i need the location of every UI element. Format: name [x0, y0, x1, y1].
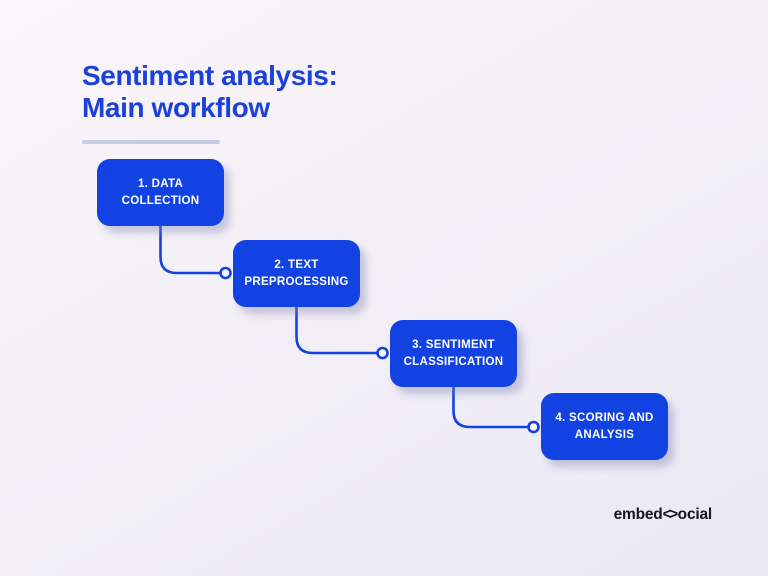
embedsocial-logo: embed<>ocial [613, 506, 713, 524]
step-label-line: ANALYSIS [574, 428, 635, 441]
logo-suffix: ocial [677, 506, 713, 523]
step-label-line: CLASSIFICATION [403, 355, 504, 368]
step-box-scoring-analysis: 4. SCORING AND ANALYSIS [541, 393, 668, 460]
step-label-line: 4. SCORING AND [555, 411, 654, 424]
step-label-line: COLLECTION [121, 194, 200, 207]
step-label-line: 3. SENTIMENT [412, 338, 495, 351]
connector-2 [295, 305, 378, 355]
step-label-line: 2. TEXT [274, 258, 319, 271]
step-box-sentiment-classification: 3. SENTIMENT CLASSIFICATION [390, 320, 517, 387]
title-line-1: Sentiment analysis: [82, 60, 338, 91]
connector-3 [452, 385, 529, 429]
step-box-data-collection: 1. DATA COLLECTION [97, 159, 224, 226]
step-label-line: 1. DATA [137, 177, 184, 190]
connector-2-node [376, 346, 389, 360]
logo-prefix: embed [613, 506, 663, 523]
logo-s-glyph-icon: <> [662, 506, 679, 523]
title-line-2: Main workflow [82, 92, 270, 123]
connector-3-node [527, 420, 540, 434]
step-box-text-preprocessing: 2. TEXT PREPROCESSING [233, 240, 360, 307]
connector-1 [159, 224, 221, 275]
connector-1-node [219, 266, 232, 280]
title-underline [82, 140, 220, 144]
page-title: Sentiment analysis: Main workflow [82, 60, 338, 124]
step-label-line: PREPROCESSING [244, 275, 349, 288]
